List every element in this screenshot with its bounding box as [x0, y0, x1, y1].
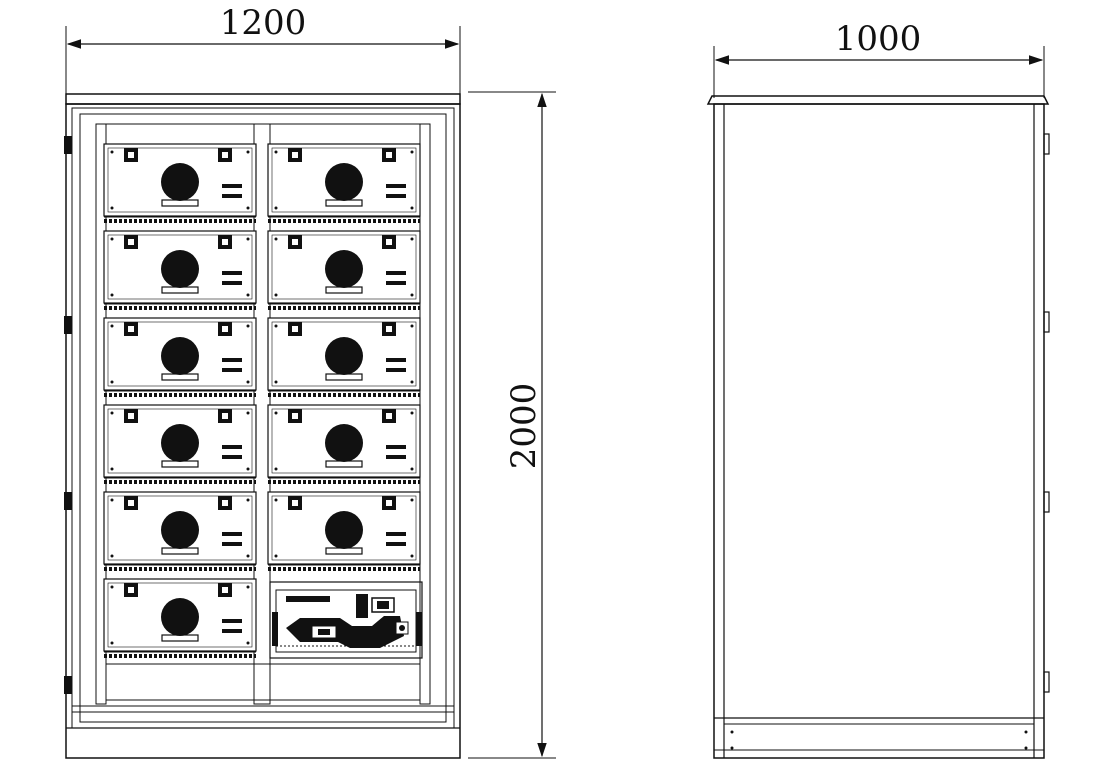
side-width-label: 1000: [835, 19, 922, 59]
hinge-icon: [64, 676, 72, 694]
front-width-dimension: 1200: [65, 3, 461, 96]
battery-module: [103, 317, 257, 397]
height-label: 2000: [504, 383, 544, 470]
side-width-dimension: 1000: [713, 19, 1045, 98]
side-latch-icon: [1043, 491, 1050, 513]
battery-module: [103, 491, 257, 571]
battery-module: [103, 143, 257, 223]
battery-module: [267, 317, 421, 397]
side-latch-icon: [1043, 311, 1050, 333]
battery-module: [267, 230, 421, 310]
control-unit: [269, 581, 423, 659]
height-dimension: 2000: [468, 91, 556, 759]
battery-module: [103, 404, 257, 484]
front-view-cabinet: [64, 93, 461, 759]
battery-module: [103, 578, 257, 658]
battery-module: [103, 230, 257, 310]
hinge-icon: [64, 136, 72, 154]
side-latch-icon: [1043, 133, 1050, 155]
hinge-icon: [64, 492, 72, 510]
front-width-label: 1200: [220, 3, 307, 43]
battery-module: [267, 143, 421, 223]
hinge-icon: [64, 316, 72, 334]
battery-module-grid: [103, 143, 421, 658]
side-view-cabinet: [706, 95, 1050, 759]
side-latch-icon: [1043, 671, 1050, 693]
battery-module: [267, 404, 421, 484]
battery-module: [267, 491, 421, 571]
